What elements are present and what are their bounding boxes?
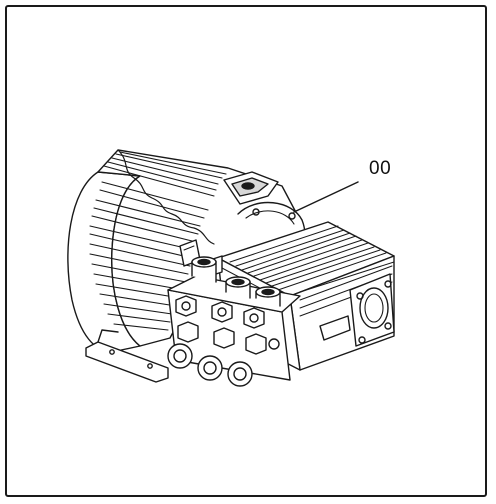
- pump-manifold: [167, 256, 301, 387]
- port-caps: [167, 343, 253, 387]
- callout-leader-line: [293, 181, 359, 213]
- electric-motor: [67, 149, 306, 383]
- crankcase-ribs: [229, 225, 387, 291]
- callout-label: 00: [369, 158, 392, 179]
- motor-fins: [89, 151, 227, 331]
- piston-caps: [191, 256, 281, 307]
- valve-plugs: [175, 295, 267, 355]
